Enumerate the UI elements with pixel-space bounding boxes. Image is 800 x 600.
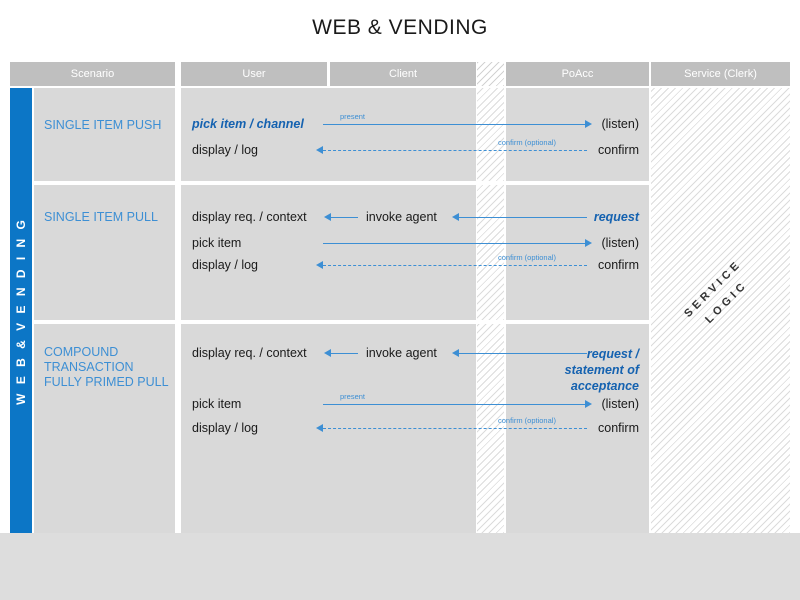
user-text-r3-l2: pick item — [192, 397, 242, 411]
user-text-r1-l2: display / log — [192, 143, 259, 157]
user-text-r2-l1: display req. / context — [192, 210, 307, 224]
poacc-text-r3-l1-line2: statement of — [564, 363, 639, 377]
scenario-label-r2: SINGLE ITEM PULL — [44, 210, 158, 224]
cell-scenario-r1 — [34, 88, 175, 181]
client-text-r2-l1: invoke agent — [366, 210, 437, 224]
cell-userclient-r2 — [181, 185, 476, 320]
scenario-label-r3: COMPOUND TRANSACTION FULLY PRIMED PULL — [44, 345, 174, 390]
column-header-poacc: PoAcc — [506, 62, 649, 86]
arrow-head-r2-l2 — [585, 239, 592, 247]
arrow-head-r3-l3 — [316, 424, 323, 432]
poacc-text-r3-l1-line1: request / — [586, 347, 639, 361]
sidebar-brand-band: W E B & V E N D I N G — [10, 88, 32, 533]
poacc-text-r3-l2: (listen) — [601, 397, 639, 411]
arrow-head-r2-l1b — [452, 213, 459, 221]
column-header-client: Client — [330, 62, 476, 86]
cell-poacc-r1 — [506, 88, 649, 181]
arrow-label-r1-l2: confirm (optional) — [498, 138, 556, 147]
cell-gap-r2 — [477, 185, 504, 320]
arrow-head-r3-l1a — [324, 349, 331, 357]
scenario-label-r3-line3: FULLY PRIMED PULL — [44, 375, 169, 389]
arrow-r3-l2 — [323, 404, 587, 405]
arrow-head-r2-l3 — [316, 261, 323, 269]
poacc-text-r2-l3: confirm — [598, 258, 639, 272]
arrow-head-r3-l2 — [585, 400, 592, 408]
arrow-r1-l2 — [323, 150, 587, 151]
arrow-label-r3-l2: present — [340, 392, 366, 401]
poacc-text-r3-l3: confirm — [598, 421, 639, 435]
arrow-r3-l1b — [459, 353, 587, 354]
cell-userclient-r1 — [181, 88, 476, 181]
cell-gap-r1 — [477, 88, 504, 181]
column-header-user: User — [181, 62, 327, 86]
arrow-r2-l1b — [459, 217, 587, 218]
arrow-label-r3-l3: confirm (optional) — [498, 416, 556, 425]
user-text-r2-l3: display / log — [192, 258, 259, 272]
scenario-label-r3-line1: COMPOUND — [44, 345, 119, 359]
column-header-service: Service (Clerk) — [651, 62, 790, 86]
arrow-label-r1-l1: present — [340, 112, 366, 121]
user-text-r2-l2: pick item — [192, 236, 242, 250]
client-text-r3-l1: invoke agent — [366, 346, 437, 360]
footer-band — [0, 533, 800, 600]
arrow-r2-l2 — [323, 243, 587, 244]
poacc-text-r1-l1: (listen) — [601, 117, 639, 131]
page-title: WEB & VENDING — [312, 16, 488, 39]
arrow-head-r2-l1a — [324, 213, 331, 221]
scenario-label-r1: SINGLE ITEM PUSH — [44, 118, 162, 132]
arrow-r1-l1 — [323, 124, 587, 125]
poacc-text-r1-l2: confirm — [598, 143, 639, 157]
arrow-head-r3-l1b — [452, 349, 459, 357]
sidebar-brand-label: W E B & V E N D I N G — [14, 216, 28, 405]
cell-scenario-r2 — [34, 185, 175, 320]
poacc-text-r2-l2: (listen) — [601, 236, 639, 250]
arrow-label-r2-l3: confirm (optional) — [498, 253, 556, 262]
user-text-r3-l3: display / log — [192, 421, 259, 435]
cell-scenario-r3 — [34, 324, 175, 533]
arrow-r2-l3 — [323, 265, 587, 266]
poacc-text-r3-l1-line3: acceptance — [570, 379, 639, 393]
poacc-text-r2-l1: request — [593, 210, 639, 224]
cell-poacc-r2 — [506, 185, 649, 320]
arrow-r3-l3 — [323, 428, 587, 429]
arrow-r2-l1a — [331, 217, 358, 218]
poacc-text-r3-l1: request / statement of acceptance — [529, 346, 639, 394]
user-text-r1-l1: pick item / channel — [192, 117, 304, 131]
scenario-label-r3-line2: TRANSACTION — [44, 360, 134, 374]
user-text-r3-l1: display req. / context — [192, 346, 307, 360]
column-header-scenario: Scenario — [10, 62, 175, 86]
arrow-head-r1-l1 — [585, 120, 592, 128]
service-logic-label: SERVICE LOGIC — [640, 216, 799, 375]
column-header-gap — [477, 62, 504, 86]
arrow-r3-l1a — [331, 353, 358, 354]
cell-service-logic: SERVICE LOGIC — [651, 88, 790, 533]
arrow-head-r1-l2 — [316, 146, 323, 154]
